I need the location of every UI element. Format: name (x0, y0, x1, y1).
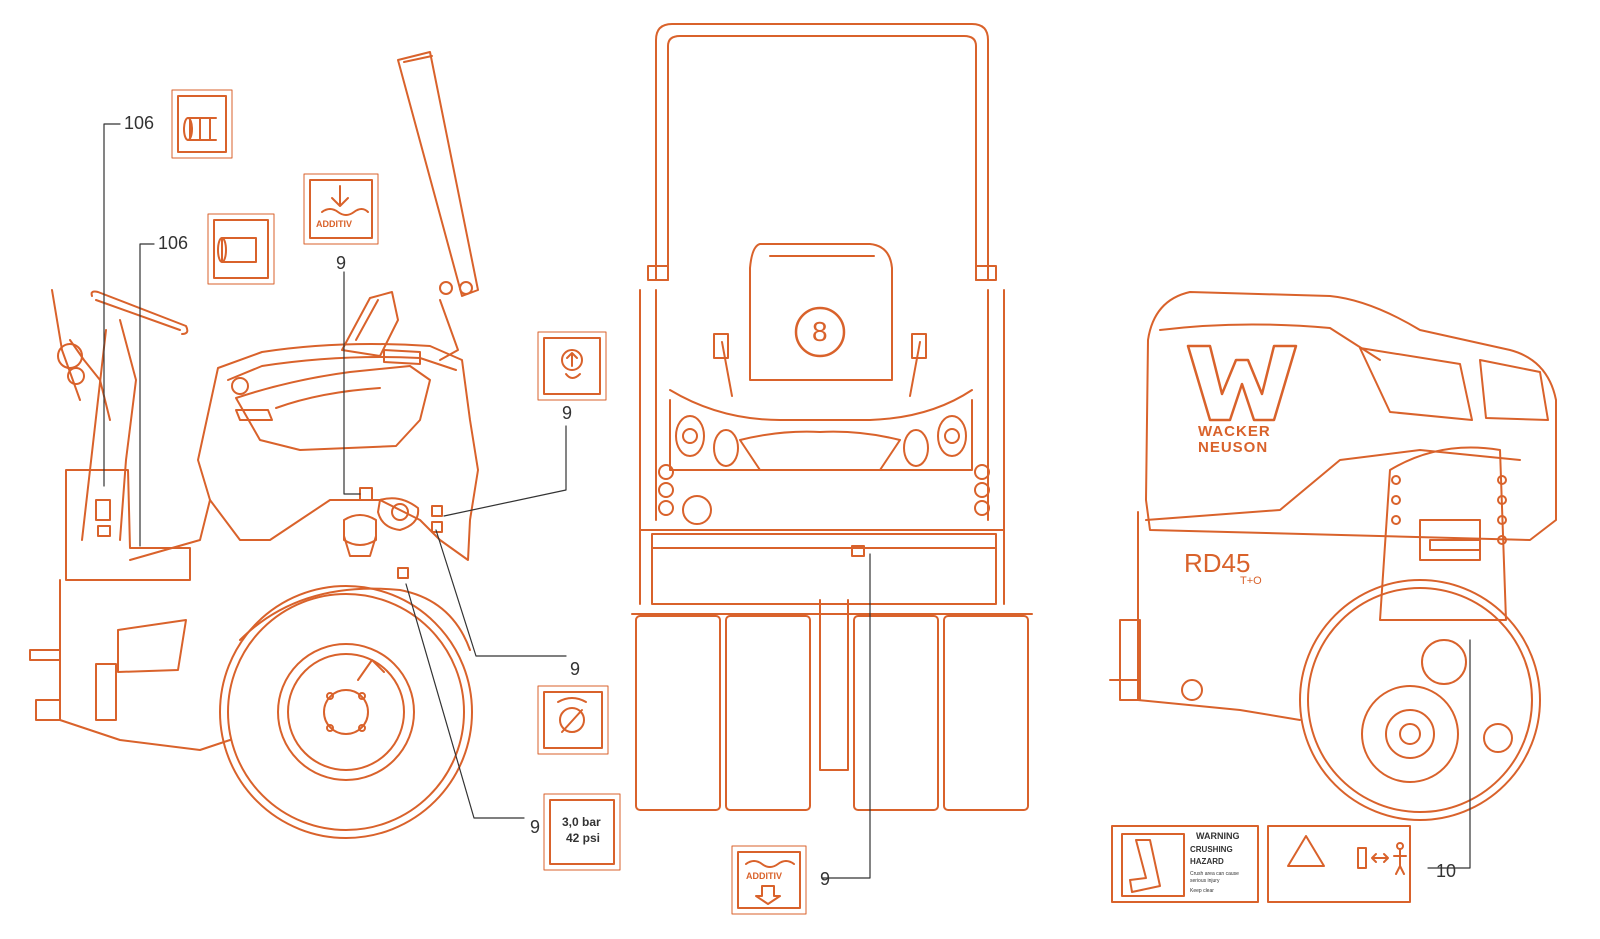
decal-boxes (171, 89, 807, 915)
side-view-left (29, 51, 479, 839)
side-view-right (1109, 291, 1557, 903)
warning-small2: serious injury (1190, 878, 1220, 884)
callout-9-b: 9 (562, 403, 573, 423)
warning-line1: CRUSHING (1190, 845, 1233, 854)
callout-9-e: 9 (820, 869, 831, 889)
callout-9-c: 9 (570, 659, 581, 679)
pressure-bar-label: 3,0 bar (562, 815, 601, 829)
callout-9-d: 9 (530, 817, 541, 837)
warning-small1: Crush area can cause (1190, 871, 1239, 877)
brand-line1: WACKER (1198, 423, 1271, 440)
callout-10: 10 (1436, 861, 1457, 881)
callout-9-a: 9 (336, 253, 347, 273)
brand-line2: NEUSON (1198, 439, 1269, 456)
model-label: RD45 (1184, 548, 1251, 578)
callout-106-top: 106 (124, 113, 155, 133)
warning-title: WARNING (1196, 831, 1240, 841)
leader-lines (103, 123, 1471, 879)
warning-line2: HAZARD (1190, 857, 1224, 866)
pressure-psi-label: 42 psi (566, 831, 601, 845)
additiv-bottom-label: ADDITIV (746, 871, 782, 881)
callout-106-bottom: 106 (158, 233, 189, 253)
seat-number: 8 (812, 316, 828, 347)
warning-small3: Keep clear (1190, 888, 1214, 894)
additiv-top-label: ADDITIV (316, 219, 352, 229)
model-suffix: T+O (1240, 575, 1262, 587)
front-view-center (631, 23, 1033, 811)
